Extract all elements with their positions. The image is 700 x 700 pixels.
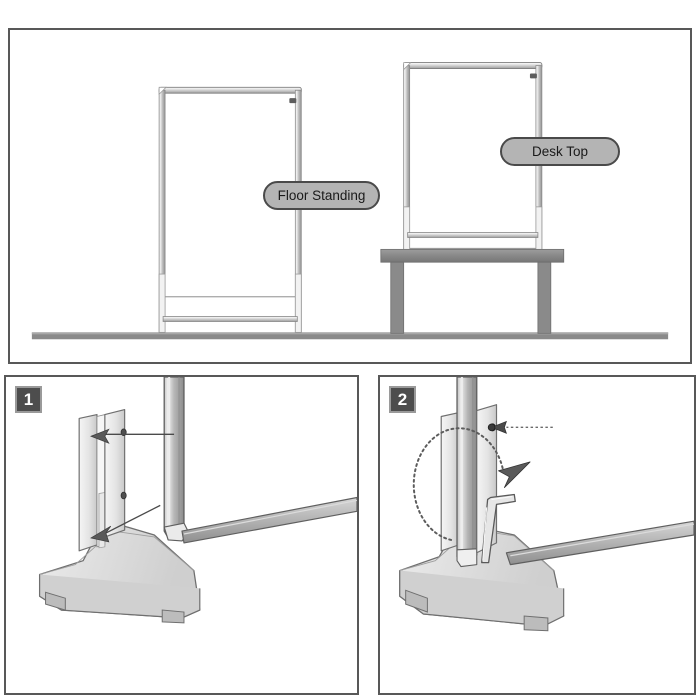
step-1-illustration	[38, 377, 357, 624]
callout-desk-top-label: Desk Top	[531, 144, 589, 159]
desk-table	[380, 248, 565, 334]
base-foot	[399, 409, 565, 632]
vertical-pole-seated	[456, 377, 478, 568]
step-2-illustration	[399, 377, 694, 632]
step-1-number: 1	[23, 390, 34, 409]
base-left-fin	[440, 411, 460, 552]
screw-hole-lower	[120, 491, 127, 500]
horizontal-crossbar	[505, 520, 694, 566]
callout-floor-standing-label: Floor Standing	[277, 188, 366, 203]
vertical-pole	[163, 377, 190, 542]
desk-top-unit	[380, 62, 565, 334]
horizontal-crossbar	[181, 496, 357, 544]
step-2-panel: 2	[378, 375, 696, 695]
ground-line	[31, 332, 669, 340]
overview-panel: Floor Standing Desk Top	[8, 28, 692, 364]
step-1-badge: 1	[15, 386, 42, 413]
callout-desk-top: Desk Top	[500, 137, 620, 166]
hex-key-tool	[481, 493, 516, 564]
base-right-fin	[104, 408, 127, 538]
callout-floor-standing: Floor Standing	[263, 181, 380, 210]
rotation-arc-arrow	[412, 427, 531, 541]
alignment-arrow-lower	[90, 504, 161, 543]
step-2-number: 2	[397, 390, 408, 409]
step-2-badge: 2	[389, 386, 416, 413]
screw-insertion-arrow	[487, 420, 553, 434]
step-1-panel: 1	[4, 375, 359, 695]
alignment-arrow-upper	[90, 428, 175, 444]
